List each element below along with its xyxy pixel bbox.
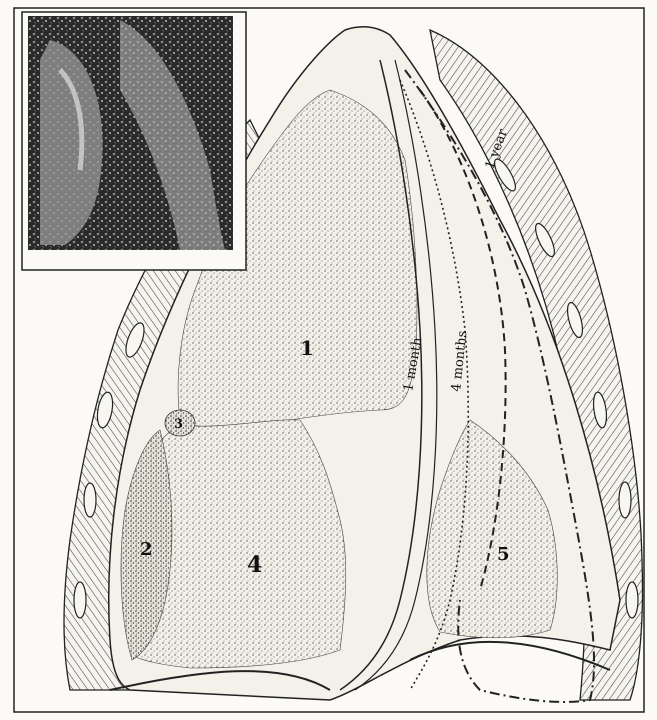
region-label-1: 1 xyxy=(300,336,314,360)
region-label-3: 3 xyxy=(174,417,183,432)
xray-inset xyxy=(22,12,246,270)
region-label-2: 2 xyxy=(140,539,153,560)
region-label-4: 4 xyxy=(247,552,262,578)
region-label-5: 5 xyxy=(497,544,510,565)
